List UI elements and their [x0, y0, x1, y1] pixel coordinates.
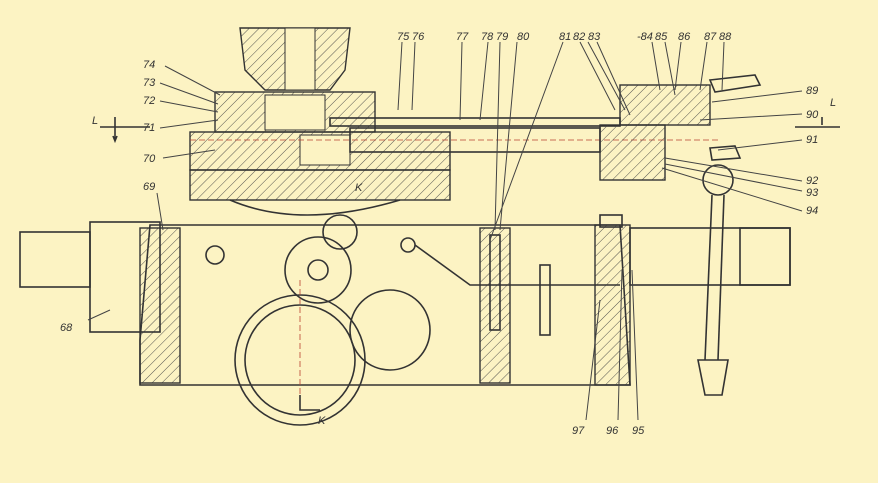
label-71: 71	[143, 122, 155, 134]
label-72: 72	[143, 95, 155, 107]
label-77: 77	[456, 31, 469, 43]
label-88: 88	[719, 31, 732, 43]
section-mark-L-left: L	[92, 115, 98, 127]
label-94: 94	[806, 205, 818, 217]
label-79: 79	[496, 31, 508, 43]
label-91: 91	[806, 134, 818, 146]
label-90: 90	[806, 109, 819, 121]
label-84: -84	[637, 31, 653, 43]
label-81: 81	[559, 31, 571, 43]
label-89: 89	[806, 85, 818, 97]
label-85: 85	[655, 31, 668, 43]
label-74: 74	[143, 59, 155, 71]
label-80: 80	[517, 31, 530, 43]
label-70: 70	[143, 153, 156, 165]
label-96: 96	[606, 425, 619, 437]
label-82: 82	[573, 31, 585, 43]
label-92: 92	[806, 175, 818, 187]
label-97: 97	[572, 425, 585, 437]
label-73: 73	[143, 77, 156, 89]
section-mark-L-right: L	[830, 97, 836, 109]
leader-lines	[87, 41, 840, 421]
label-78: 78	[481, 31, 494, 43]
label-83: 83	[588, 31, 601, 43]
section-mark-K-top: K	[355, 182, 363, 194]
label-68: 68	[60, 322, 73, 334]
part-labels: 75 76 77 78 79 80 81 82 83 -84 85 86 87 …	[60, 31, 836, 437]
label-75: 75	[397, 31, 410, 43]
label-95: 95	[632, 425, 645, 437]
label-86: 86	[678, 31, 691, 43]
label-87: 87	[704, 31, 717, 43]
label-93: 93	[806, 187, 819, 199]
label-76: 76	[412, 31, 425, 43]
label-69: 69	[143, 181, 155, 193]
drawing-body	[19, 27, 791, 426]
section-mark-K-bottom: K	[318, 415, 326, 427]
